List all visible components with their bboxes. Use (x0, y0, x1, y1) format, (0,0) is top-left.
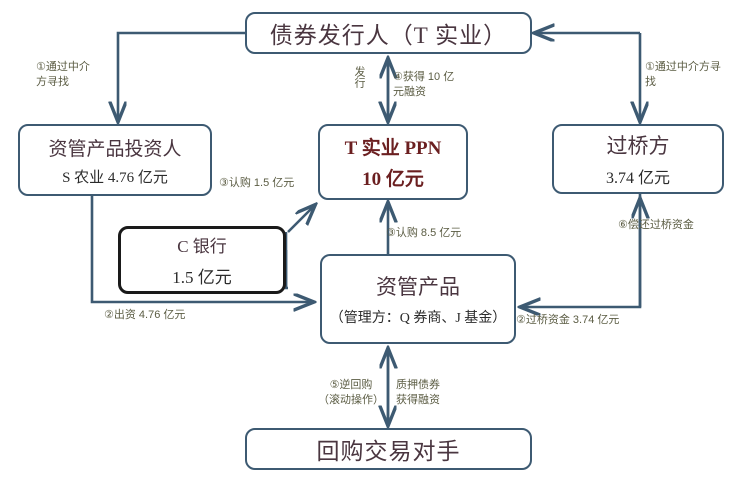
node-ppn-title: T 实业 PPN (344, 138, 442, 159)
edge-issuer-to-investor (118, 31, 245, 120)
node-bond-issuer[interactable]: 债券发行人（T 实业） (245, 12, 532, 54)
node-bond-issuer-label: 债券发行人（T 实业） (269, 23, 508, 48)
edge-label-bridge-fund: ②过桥资金 3.74 亿元 (516, 314, 620, 326)
edge-label-find-left: ①通过中介 方寻找 (36, 61, 90, 88)
node-amp-investor-title: 资管产品投资人 (48, 138, 182, 160)
edge-cbank-to-ppn (287, 206, 314, 233)
node-amp-investor[interactable]: 资管产品投资人 S 农业 4.76 亿元 (18, 124, 212, 196)
node-c-bank-title: C 银行 (177, 237, 227, 256)
edge-label-repay-bridge: ⑥偿还过桥资金 (618, 219, 694, 231)
node-bridge-party-title: 过桥方 (606, 134, 670, 158)
node-c-bank-amount: 1.5 亿元 (172, 268, 232, 287)
edge-label-subscribe-1-5: ③认购 1.5 亿元 (219, 177, 295, 189)
node-ppn[interactable]: T 实业 PPN 10 亿元 (318, 124, 468, 200)
node-repo-counterparty-label: 回购交易对手 (316, 439, 461, 464)
node-bridge-party[interactable]: 过桥方 3.74 亿元 (552, 124, 724, 194)
node-amp-product-manager: （管理方：Q 券商、J 基金） (329, 311, 507, 326)
node-amp-investor-amount: S 农业 4.76 亿元 (62, 169, 168, 186)
node-bridge-party-amount: 3.74 亿元 (605, 170, 670, 187)
node-c-bank[interactable]: C 银行 1.5 亿元 (118, 226, 286, 294)
edge-label-issue: 发行 (353, 66, 365, 88)
edge-label-get-10yi: ④获得 10 亿 元融资 (393, 71, 455, 98)
node-ppn-amount: 10 亿元 (362, 169, 424, 190)
edge-bridge-to-amp (522, 194, 642, 307)
edge-label-fund-4-76: ②出资 4.76 亿元 (104, 309, 186, 321)
node-amp-product[interactable]: 资管产品 （管理方：Q 券商、J 基金） (320, 254, 516, 344)
edge-label-subscribe-8-5: ③认购 8.5 亿元 (386, 227, 462, 239)
node-repo-counterparty[interactable]: 回购交易对手 (245, 428, 532, 470)
edge-label-find-right: ①通过中介方寻 找 (645, 61, 721, 88)
edge-label-pledge-bond: 质押债券 获得融资 (396, 379, 440, 406)
edge-investor-to-amp (90, 196, 312, 302)
node-amp-product-title: 资管产品 (376, 275, 460, 299)
edge-label-reverse-repo: ⑤逆回购 （滚动操作） (318, 379, 384, 406)
